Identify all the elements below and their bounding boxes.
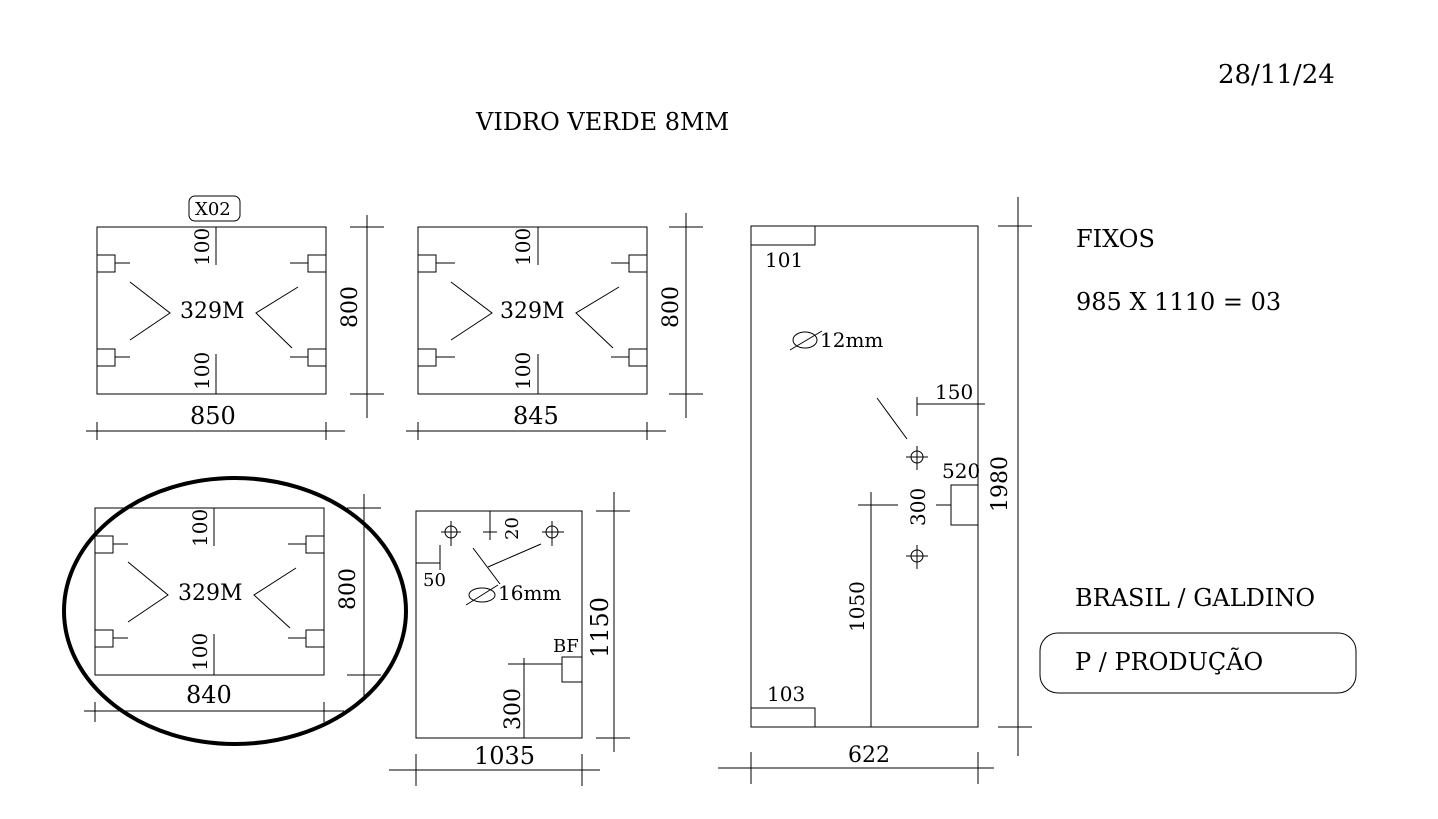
panel-4-offset-x: 50 — [423, 570, 446, 591]
panel-4-notch — [561, 656, 583, 683]
panel-5-height: 1980 — [988, 456, 1013, 512]
panel-1: X02 329M 100 100 850 800 — [86, 195, 384, 440]
panel-5-hole-label: 12mm — [820, 328, 883, 352]
panel-1-center-label: 329M — [180, 299, 245, 324]
panel-5-dim-150: 150 — [935, 380, 973, 404]
panel-2-top-offset: 100 — [511, 228, 535, 266]
production-stamp-box — [1039, 632, 1357, 694]
panel-5-hole-lower — [906, 545, 928, 569]
panel-1-width: 850 — [190, 402, 236, 430]
fixos-spec: 985 X 1110 = 03 — [1076, 288, 1281, 316]
panel-2-center-label: 329M — [500, 299, 565, 324]
panel-4-notch-label: BF — [553, 636, 579, 657]
panel-4-hole-symbol — [468, 587, 496, 603]
panel-3-center-label: 329M — [178, 581, 243, 606]
panel-4-hole-right — [542, 521, 564, 546]
panel-1-outline — [96, 226, 327, 395]
panel-1-height: 800 — [338, 286, 363, 328]
panel-3-top-offset: 100 — [188, 509, 212, 547]
client-name: BRASIL / GALDINO — [1075, 584, 1315, 612]
panel-1-tag: X02 — [195, 199, 231, 220]
fixos-label: FIXOS — [1076, 225, 1155, 253]
panel-4-width: 1035 — [474, 742, 535, 770]
panel-1-top-offset: 100 — [190, 228, 214, 266]
panel-5: 101 103 12mm 150 520 300 1050 — [718, 197, 1032, 784]
panel-5-dim-1050: 1050 — [845, 581, 869, 632]
selection-circle — [62, 476, 408, 746]
panel-3-right-mark — [253, 567, 297, 629]
panel-5-side-notch — [950, 484, 979, 526]
panel-3-bottom-offset: 100 — [188, 633, 212, 671]
panel-5-bottom-notch-label: 103 — [767, 682, 805, 706]
panel-3-hinges — [94, 535, 325, 648]
panel-4-notch-height: 300 — [501, 688, 526, 730]
panel-4-height: 1150 — [586, 597, 614, 658]
panel-4-outline — [415, 510, 583, 739]
panel-1-bottom-offset: 100 — [190, 352, 214, 390]
panel-4-hole-left — [441, 521, 461, 546]
panel-2-hinges — [417, 254, 648, 367]
panel-2: 329M 100 100 845 800 — [406, 213, 703, 440]
panel-5-width: 622 — [848, 743, 890, 768]
panel-5-dim-300: 300 — [906, 488, 930, 526]
panel-5-dim-520: 520 — [942, 459, 980, 483]
panel-3: 329M 100 100 840 800 — [62, 476, 408, 746]
production-stamp: P / PRODUÇÃO — [1075, 647, 1263, 676]
panel-2-width: 845 — [513, 402, 559, 430]
panel-1-hinges — [96, 254, 327, 367]
panel-4-offset-y: 20 — [502, 517, 523, 540]
panel-3-height: 800 — [336, 568, 361, 610]
panel-4: 50 20 16mm BF 300 1035 1150 — [389, 492, 630, 786]
panel-5-top-notch-label: 101 — [765, 248, 803, 272]
panel-5-hole-upper — [906, 446, 928, 470]
panel-2-outline — [417, 226, 648, 395]
panel-3-outline — [94, 507, 325, 676]
panel-3-width: 840 — [186, 681, 232, 709]
panel-2-right-mark — [575, 286, 620, 349]
panel-5-top-notch — [750, 225, 816, 246]
panel-4-hole-label: 16mm — [498, 581, 561, 605]
panel-2-bottom-offset: 100 — [511, 352, 535, 390]
panel-5-outline — [750, 225, 979, 728]
panel-1-right-mark — [255, 286, 299, 349]
panel-5-hole-symbol — [792, 331, 818, 349]
panel-2-left-mark — [450, 281, 493, 341]
panel-3-left-mark — [127, 561, 169, 623]
panel-5-bottom-notch — [750, 707, 816, 728]
panel-1-left-mark — [129, 281, 171, 341]
drawing-title: VIDRO VERDE 8MM — [475, 108, 729, 136]
panel-1-tag-box — [188, 195, 241, 222]
drawing-date: 28/11/24 — [1218, 60, 1335, 90]
panel-2-height: 800 — [659, 286, 684, 328]
